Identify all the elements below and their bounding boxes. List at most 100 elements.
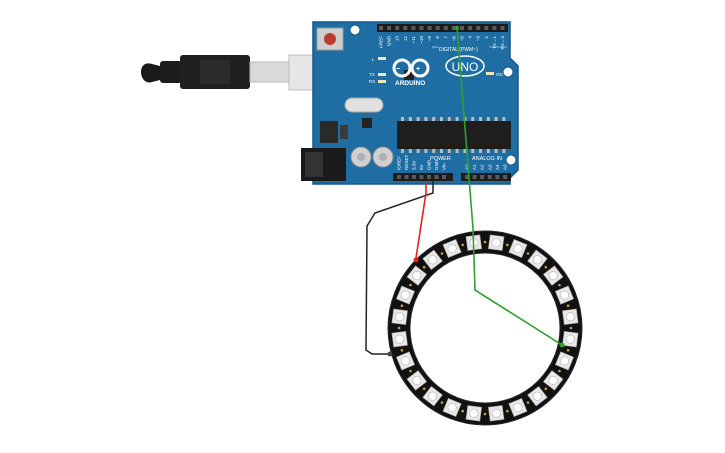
digital-header[interactable] xyxy=(377,24,508,32)
power-pin[interactable] xyxy=(397,175,401,179)
digital-pin[interactable] xyxy=(411,26,416,30)
power-pin[interactable] xyxy=(442,175,446,179)
wire-gnd[interactable] xyxy=(365,181,434,355)
digital-pin[interactable] xyxy=(419,26,424,30)
analog-pin[interactable] xyxy=(480,175,485,179)
power-pin-label: GND xyxy=(434,159,439,170)
digital-pin[interactable] xyxy=(451,26,456,30)
ring-pad xyxy=(422,265,426,269)
crystal-oscillator xyxy=(344,97,384,113)
ring-pad xyxy=(440,401,444,404)
ring-pad xyxy=(440,252,444,255)
power-pin[interactable] xyxy=(434,175,439,179)
ring-led xyxy=(508,238,528,259)
analog-label: ANALOG IN xyxy=(472,156,502,162)
chip-pin xyxy=(463,149,467,153)
digital-pin[interactable] xyxy=(395,26,400,30)
ring-led xyxy=(527,249,548,271)
ring-pin-5v[interactable] xyxy=(413,257,419,263)
ring-pin-gnd[interactable] xyxy=(387,351,393,357)
usb-cable-icon[interactable] xyxy=(141,54,343,91)
digital-pin[interactable] xyxy=(500,26,505,30)
digital-pin-label: 12 xyxy=(403,36,408,42)
ring-pin-din[interactable] xyxy=(559,342,565,348)
wire-5v[interactable] xyxy=(415,181,427,259)
digital-pin[interactable] xyxy=(379,26,383,30)
chip-pin xyxy=(416,149,420,153)
reset-button-icon[interactable] xyxy=(316,27,344,51)
board-pin-d6[interactable] xyxy=(454,25,460,31)
chip-pin xyxy=(486,117,490,121)
usb-chip xyxy=(404,70,414,80)
analog-pin[interactable] xyxy=(495,175,500,179)
chip-pin xyxy=(440,117,443,121)
analog-pin-label: A2 xyxy=(480,164,485,170)
wire-data[interactable] xyxy=(456,26,563,346)
chip-pin xyxy=(471,149,475,153)
svg-text:RX: RX xyxy=(369,79,375,84)
power-pin[interactable] xyxy=(412,175,416,179)
digital-pin[interactable] xyxy=(443,26,448,30)
power-pin[interactable] xyxy=(419,175,424,179)
digital-pin[interactable] xyxy=(484,26,489,30)
atmega-chip xyxy=(397,117,511,153)
digital-pin[interactable] xyxy=(468,26,473,30)
digital-pin-label: ~10 xyxy=(419,36,424,44)
digital-pin[interactable] xyxy=(460,26,464,30)
chip-pin xyxy=(455,117,459,121)
chip-pin xyxy=(502,149,506,153)
analog-pin[interactable] xyxy=(487,175,492,179)
digital-pin-label: 2 xyxy=(484,36,489,39)
status-leds: L TX RX ON xyxy=(369,57,503,84)
digital-pin[interactable] xyxy=(435,26,440,30)
analog-pin[interactable] xyxy=(472,175,477,179)
ring-pad xyxy=(526,401,530,404)
digital-pin[interactable] xyxy=(403,26,408,30)
ring-led xyxy=(488,234,505,251)
digital-pin-label: 8 xyxy=(435,36,440,39)
digital-pin-label: ~9 xyxy=(427,36,432,42)
power-pin-label: RESET xyxy=(404,154,409,170)
power-pin[interactable] xyxy=(427,175,431,179)
analog-header[interactable] xyxy=(461,173,511,181)
chip-pin xyxy=(408,117,412,121)
ring-led xyxy=(391,308,408,325)
digital-pin[interactable] xyxy=(492,26,497,30)
analog-pin[interactable] xyxy=(465,175,469,179)
digital-pin-label: GND xyxy=(387,35,392,46)
power-pin[interactable] xyxy=(404,175,409,179)
chip-pin xyxy=(455,149,459,153)
power-pin-label: 5V xyxy=(419,163,424,170)
power-pin-label: 3.3V xyxy=(412,160,417,170)
ring-led xyxy=(562,331,579,348)
ring-led xyxy=(395,285,416,305)
digital-pin[interactable] xyxy=(387,26,392,30)
ring-pad xyxy=(566,349,570,352)
analog-pin[interactable] xyxy=(503,175,507,179)
digital-pin-label: ~5 xyxy=(460,36,465,42)
chip-pin xyxy=(401,149,404,153)
digital-pin[interactable] xyxy=(476,26,481,30)
ring-led xyxy=(395,351,416,371)
ring-pad xyxy=(422,387,426,391)
digital-pin-label: 4 xyxy=(468,36,473,39)
digital-pin[interactable] xyxy=(427,26,432,30)
ring-pad xyxy=(569,326,573,330)
analog-pin-label: A4 xyxy=(495,164,500,170)
ring-pad xyxy=(400,349,404,352)
ring-pad xyxy=(483,240,487,244)
ring-led xyxy=(554,285,575,305)
chip-pin xyxy=(471,117,475,121)
ring-pad xyxy=(483,412,487,416)
ring-pad xyxy=(566,304,570,308)
brand-label: ARDUINO xyxy=(395,80,425,87)
chip-pin xyxy=(494,149,498,153)
ring-led xyxy=(554,351,575,371)
digital-pin-label: AREF xyxy=(379,36,384,48)
power-header[interactable] xyxy=(393,173,453,181)
neopixel-ring[interactable] xyxy=(387,230,583,426)
